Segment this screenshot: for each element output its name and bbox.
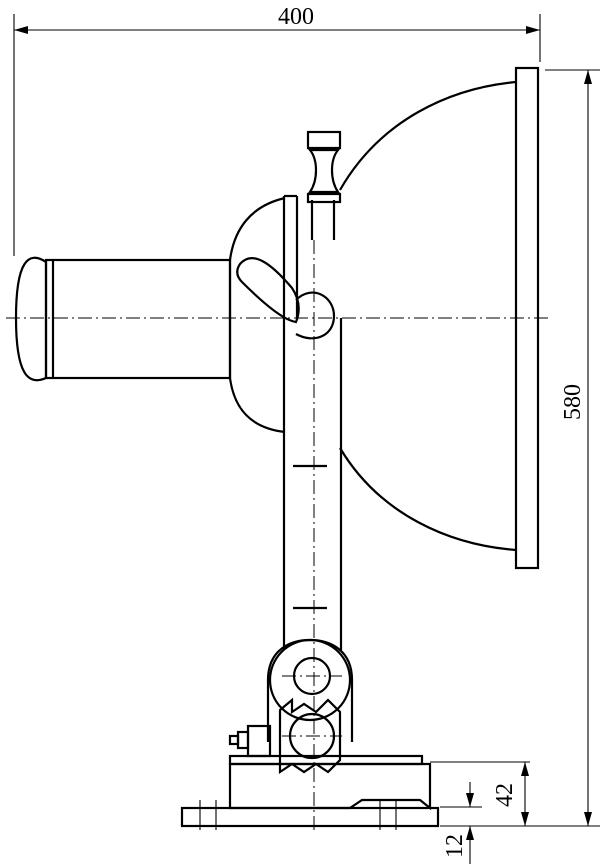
tilt-lever	[236, 257, 336, 340]
telescope	[14, 256, 232, 382]
base	[180, 754, 440, 830]
dimension-plate: 12	[440, 782, 482, 864]
dimension-base: 42	[430, 761, 530, 826]
dimension-width: 400	[13, 4, 541, 256]
reflector	[339, 66, 540, 570]
dimension-width-label: 400	[278, 4, 314, 30]
top-adjustment-knob	[306, 130, 342, 240]
support-column	[282, 194, 343, 650]
dimension-plate-label: 12	[442, 834, 468, 858]
dimension-height-label: 580	[560, 384, 586, 420]
locking-screw	[228, 724, 272, 758]
dimension-base-label: 42	[492, 783, 518, 807]
pivot-assembly	[266, 638, 354, 775]
dimension-height: 580	[440, 69, 600, 827]
rear-housing	[228, 196, 286, 434]
